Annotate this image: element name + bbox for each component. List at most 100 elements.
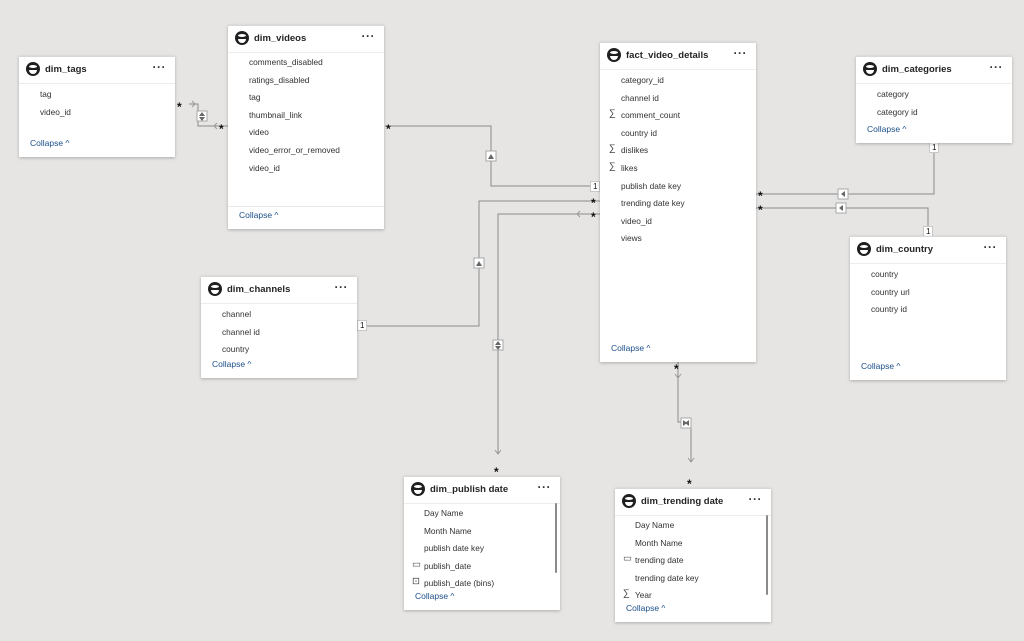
field-row[interactable]: ∑comment_count [600,106,756,124]
cardinality-one-channels: 1 [357,320,368,331]
table-card-fact-video-details[interactable]: fact_video_details ··· category_id chann… [600,42,756,362]
table-icon [622,494,636,508]
field-row[interactable]: country [201,340,357,358]
field-row[interactable]: trending date key [600,194,756,212]
scrollbar[interactable] [555,503,557,573]
table-header[interactable]: dim_publish date ··· [404,477,560,504]
more-options-button[interactable]: ··· [152,60,166,74]
field-row[interactable]: category_id [600,71,756,89]
more-options-button[interactable]: ··· [748,492,762,506]
field-row[interactable]: Month Name [615,534,771,552]
field-row[interactable]: ⊡ publish_date (bins) [404,574,560,592]
table-header[interactable]: dim_country ··· [850,237,1006,264]
table-title: dim_publish date [430,484,509,495]
more-options-button[interactable]: ··· [733,46,747,60]
field-name: Year [635,590,652,601]
field-row[interactable]: thumbnail_link [228,106,384,124]
field-row[interactable]: Month Name [404,522,560,540]
field-row[interactable]: ▭trending date [615,551,771,569]
field-row[interactable]: ∑Year [615,586,771,604]
table-header[interactable]: dim_trending date ··· [615,489,771,516]
field-row[interactable]: country id [600,124,756,142]
more-options-button[interactable]: ··· [537,480,551,494]
field-row[interactable]: country [850,265,1006,283]
field-name: views [621,233,642,244]
more-options-button[interactable]: ··· [334,280,348,294]
field-row[interactable]: ▭publish_date [404,557,560,575]
field-row[interactable]: tag [19,85,175,103]
table-icon [411,482,425,496]
collapse-link[interactable]: Collapse ^ [861,361,901,371]
field-row[interactable]: trending date key [615,569,771,587]
field-row[interactable]: video_id [19,103,175,121]
more-options-button[interactable]: ··· [361,29,375,43]
filter-direction-fact-trendingdate [680,417,692,429]
table-header[interactable]: dim_categories ··· [856,57,1012,84]
table-card-dim-videos[interactable]: dim_videos ··· comments_disabled ratings… [228,25,384,229]
collapse-link[interactable]: Collapse ^ [415,591,455,601]
field-row[interactable]: ∑dislikes [600,141,756,159]
field-name: country [222,344,250,355]
field-row[interactable]: channel id [600,89,756,107]
cardinality-many-fact-categories: * [758,189,763,203]
table-title: dim_trending date [641,496,724,507]
field-name: publish_date (bins) [424,578,495,589]
field-row[interactable]: Day Name [404,504,560,522]
collapse-link[interactable]: Collapse ^ [611,343,651,353]
field-name: Month Name [424,525,472,536]
scrollbar[interactable] [766,515,768,595]
field-name: dislikes [621,145,649,156]
field-row[interactable]: video_error_or_removed [228,141,384,159]
field-row[interactable]: views [600,229,756,247]
field-row[interactable]: publish date key [404,539,560,557]
relationship-line-publishdate-fact [497,213,600,454]
table-card-dim-publish-date[interactable]: dim_publish date ··· Day Name Month Name… [404,476,560,610]
collapse-link[interactable]: Collapse ^ [30,138,70,148]
table-icon [208,282,222,296]
field-name: channel id [621,92,659,103]
field-name: tag [40,89,52,99]
field-row[interactable]: category id [856,103,1012,121]
calendar-icon: ▭ [623,553,632,565]
field-row[interactable]: ∑likes [600,159,756,177]
relationship-line-videos-fact [385,125,600,187]
field-row[interactable]: category [856,85,1012,103]
field-row[interactable]: ratings_disabled [228,71,384,89]
table-card-dim-country[interactable]: dim_country ··· country country url coun… [850,236,1006,380]
field-row[interactable]: comments_disabled [228,53,384,71]
table-header[interactable]: dim_tags ··· [19,57,175,84]
field-name: video [249,127,269,138]
field-row[interactable]: country id [850,300,1006,318]
field-row[interactable]: video [228,123,384,141]
table-header[interactable]: dim_channels ··· [201,277,357,304]
field-row[interactable]: publish date key [600,177,756,195]
collapse-link[interactable]: Collapse ^ [626,603,666,613]
field-row[interactable]: channel id [201,323,357,341]
table-card-dim-tags[interactable]: dim_tags ··· tag video_id Collapse ^ [19,56,175,157]
table-header[interactable]: fact_video_details ··· [600,43,756,70]
field-name: trending date [635,555,684,566]
bins-icon: ⊡ [412,576,420,588]
field-row[interactable]: tag [228,88,384,106]
collapse-link[interactable]: Collapse ^ [867,124,907,134]
more-options-button[interactable]: ··· [989,60,1003,74]
collapse-link[interactable]: Collapse ^ [239,210,279,220]
table-header[interactable]: dim_videos ··· [228,26,384,53]
table-card-dim-channels[interactable]: dim_channels ··· channel channel id coun… [201,276,357,378]
field-row[interactable]: video_id [600,212,756,230]
field-row[interactable]: video_id [228,159,384,177]
table-card-dim-trending-date[interactable]: dim_trending date ··· Day Name Month Nam… [615,488,771,622]
table-card-dim-categories[interactable]: dim_categories ··· category category id … [856,56,1012,143]
collapse-link[interactable]: Collapse ^ [212,359,252,369]
field-row[interactable]: Day Name [615,516,771,534]
field-name: Day Name [424,508,464,518]
relationship-line-channels-fact [358,200,600,327]
cardinality-many-fact-publishdate: * [591,210,596,224]
field-row[interactable]: country url [850,283,1006,301]
field-row[interactable]: channel [201,305,357,323]
field-name: comment_count [621,110,681,121]
more-options-button[interactable]: ··· [983,240,997,254]
cardinality-many-trendingdate: * [687,477,692,491]
calendar-icon: ▭ [412,558,421,570]
